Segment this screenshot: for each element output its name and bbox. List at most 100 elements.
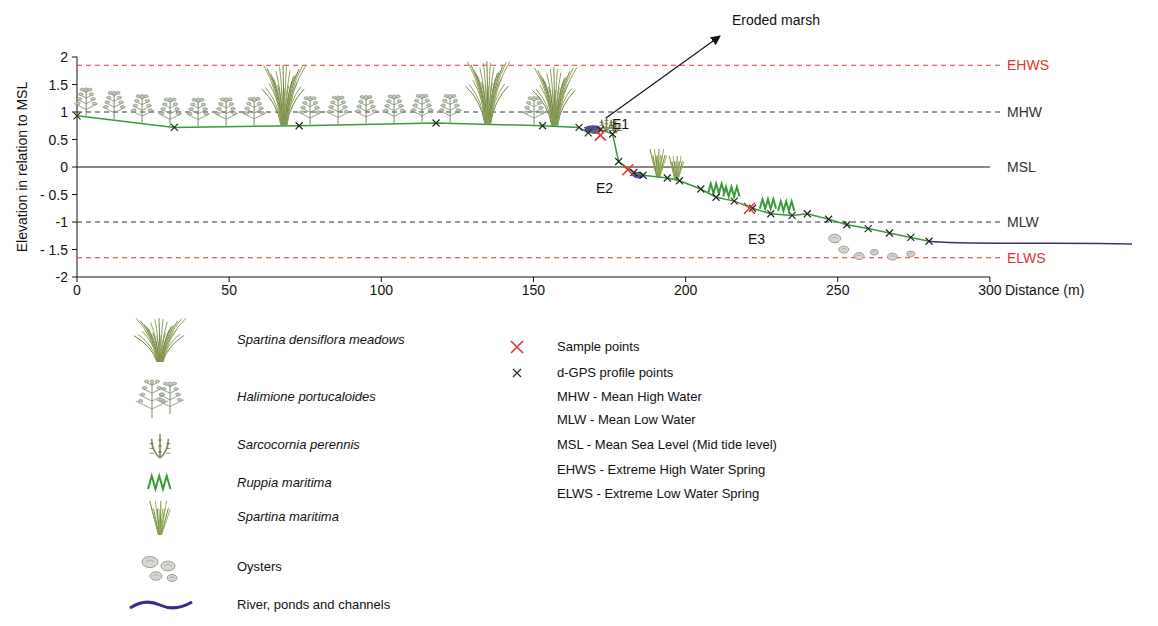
spartina-densiflora-symbol	[134, 318, 186, 362]
gps-point	[825, 216, 832, 223]
halimione-symbol	[326, 96, 349, 124]
legend-text: MLW - Mean Low Water	[557, 413, 696, 428]
axis-tick-label: 250	[826, 282, 849, 298]
oyster-symbol	[839, 246, 849, 253]
legend-text: Ruppia maritima	[237, 476, 332, 491]
oyster-symbol	[161, 561, 175, 571]
legend-text: EHWS - Extreme High Water Spring	[557, 463, 765, 478]
halimione-symbol	[214, 98, 237, 126]
callout-label: Eroded marsh	[732, 12, 820, 28]
gps-point	[731, 198, 738, 205]
ruppia-symbol	[708, 184, 724, 194]
legend-text: Sample points	[557, 340, 639, 355]
halimione-symbol	[522, 96, 545, 124]
axis-tick-label: 2	[60, 49, 68, 65]
legend-text: Halimione portucaloides	[237, 390, 376, 405]
gps-point	[865, 225, 872, 232]
sample-label: E2	[596, 180, 613, 196]
spartina-densiflora-symbol	[262, 65, 306, 125]
oyster-symbol	[150, 572, 162, 580]
sample-point-symbol	[511, 341, 523, 353]
gps-point	[639, 172, 646, 179]
oyster-symbol	[854, 253, 864, 260]
legend-text: Spartina densiflora meadows	[237, 333, 405, 348]
gps-point	[296, 122, 303, 129]
spartina-densiflora-symbol	[466, 61, 510, 123]
oyster-symbol	[870, 249, 878, 255]
spartina-maritima-symbol	[650, 149, 667, 177]
spartina-maritima-symbol	[669, 156, 683, 180]
elevation-profile	[74, 112, 933, 244]
oyster-symbol	[829, 234, 841, 242]
gps-point	[767, 210, 774, 217]
halimione-symbol	[102, 91, 125, 119]
ruppia-symbol	[723, 187, 739, 197]
legend-text: ELWS - Extreme Low Water Spring	[557, 487, 759, 502]
gps-point	[926, 238, 933, 245]
sample-point	[744, 203, 755, 214]
legend-text: Sarcocornia perennis	[237, 438, 360, 453]
halimione-symbol	[242, 97, 265, 125]
halimione-symbol	[382, 95, 405, 123]
spartina-densiflora-symbol	[533, 67, 577, 125]
legend-icons	[130, 318, 523, 608]
halimione-symbol	[298, 96, 321, 124]
gps-point	[539, 122, 546, 129]
axes	[72, 57, 990, 282]
halimione-symbol	[158, 98, 181, 126]
legend-text: Spartina maritima	[237, 510, 339, 525]
sample-point	[622, 164, 633, 175]
halimione-symbol	[157, 382, 184, 414]
callout-arrow	[606, 36, 720, 118]
gps-point	[171, 124, 178, 131]
ruppia-symbol	[148, 476, 170, 489]
oyster-symbol	[888, 253, 898, 260]
halimione-symbol	[354, 95, 377, 123]
gps-point	[789, 212, 796, 219]
gps-point	[585, 129, 592, 136]
gps-point	[886, 230, 893, 237]
level-label: MSL	[1005, 159, 1038, 175]
legend-text: River, ponds and channels	[237, 598, 390, 613]
sample-label: E1	[612, 116, 629, 132]
gps-point	[615, 158, 622, 165]
sample-point	[595, 130, 606, 141]
oyster-symbol	[907, 251, 915, 257]
gps-point-symbol	[513, 369, 521, 377]
halimione-symbol	[186, 98, 209, 126]
gps-point	[576, 124, 583, 131]
axis-tick-label: 100	[370, 282, 393, 298]
legend-text: Oysters	[237, 560, 282, 575]
level-label: MLW	[1005, 214, 1041, 230]
legend-text: MHW - Mean High Water	[557, 390, 702, 405]
gps-point	[433, 120, 440, 127]
gps-point	[907, 234, 914, 241]
axis-tick-label: -2	[56, 269, 68, 285]
axis-tick-label: - 0.5	[40, 186, 68, 202]
gps-point	[676, 177, 683, 184]
halimione-symbol	[438, 94, 461, 122]
gps-point	[843, 221, 850, 228]
spartina-maritima-symbol	[150, 501, 170, 535]
gps-point	[713, 194, 720, 201]
water-symbol	[130, 602, 192, 608]
level-label: ELWS	[1005, 250, 1048, 266]
axis-tick-label: 0.5	[49, 131, 68, 147]
halimione-symbol	[410, 94, 433, 122]
axis-tick-label: 0	[60, 159, 68, 175]
axis-tick-label: - 1.5	[40, 241, 68, 257]
ruppia-symbol	[778, 201, 794, 211]
halimione-symbol	[74, 88, 97, 116]
oyster-symbol	[142, 556, 158, 567]
oyster-symbol	[167, 575, 177, 582]
sample-label: E3	[748, 231, 765, 247]
axis-tick-label: -1	[56, 214, 68, 230]
gps-point	[804, 210, 811, 217]
axis-tick-label: 0	[73, 282, 81, 298]
axis-tick-label: 150	[522, 282, 545, 298]
level-label: MHW	[1005, 104, 1044, 120]
vegetation	[74, 61, 914, 260]
legend-text: d-GPS profile points	[557, 366, 673, 381]
